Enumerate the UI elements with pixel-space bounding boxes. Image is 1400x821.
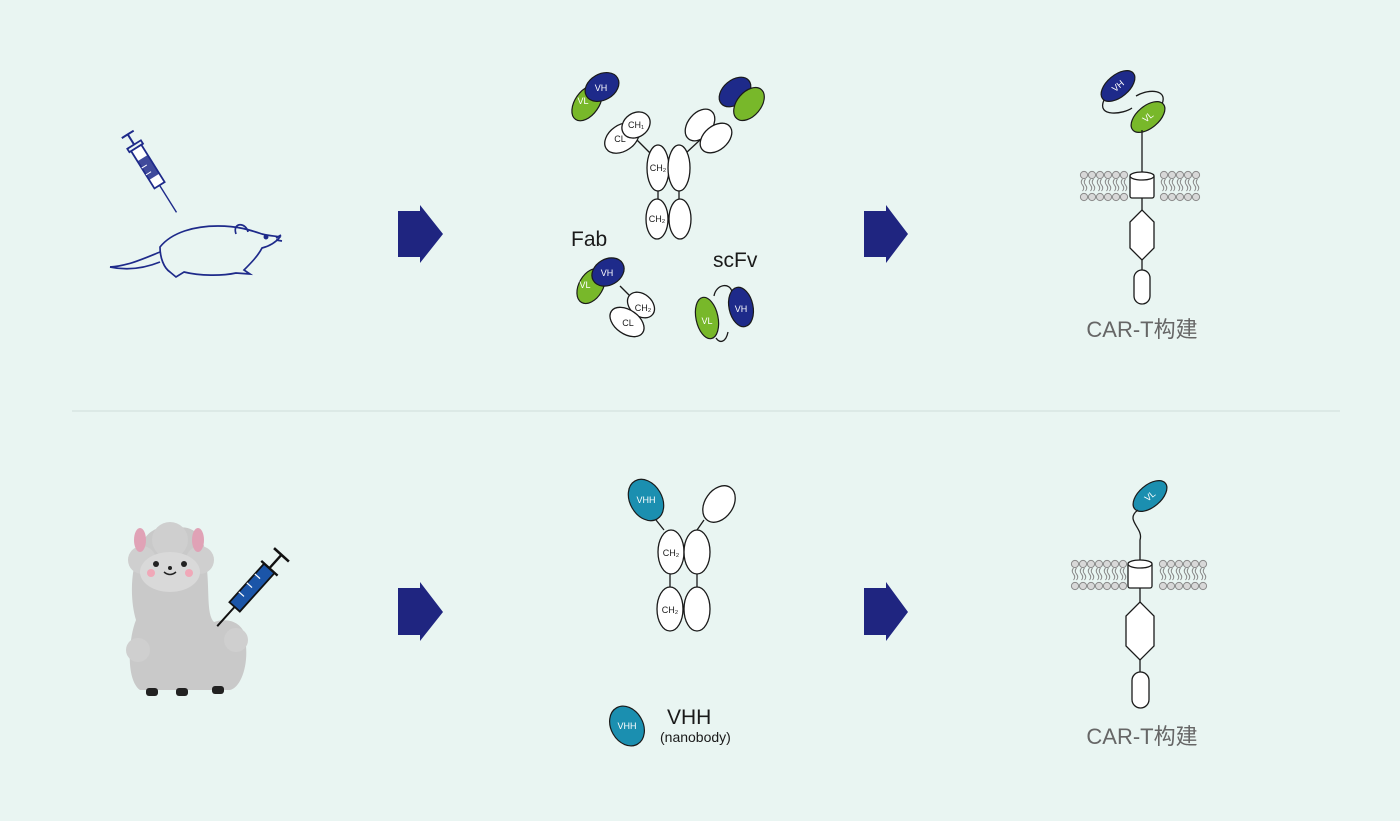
- cl-label: CL: [622, 318, 634, 328]
- ch2-label: CH₂: [650, 163, 667, 173]
- vhh-nanobody: VHH: [609, 705, 645, 747]
- fab-title: Fab: [571, 228, 607, 251]
- arrow-icon: [398, 205, 443, 263]
- arrow-icon: [398, 582, 443, 641]
- arrow-icon: [864, 582, 908, 641]
- ch1-label: CH₁: [628, 120, 644, 130]
- lipid-icon: [1183, 170, 1193, 202]
- car-t-caption: CAR-T构建: [1086, 724, 1197, 749]
- car-t-construct: VH VL: [1079, 70, 1201, 305]
- igg-antibody: CH₂ CH₂ CL CH₁ VL VH: [571, 71, 765, 240]
- car-t-construct: VL: [1070, 480, 1208, 709]
- syringe-icon: [216, 547, 290, 627]
- vl-label: VL: [577, 96, 588, 106]
- lipid-icon: [1191, 170, 1201, 202]
- vhh-subtitle: (nanobody): [660, 729, 731, 745]
- lipid-icon: [1110, 559, 1120, 591]
- lipid-icon: [1118, 559, 1128, 591]
- lipid-icon: [1175, 170, 1185, 202]
- alpaca-injection-icon: [126, 522, 290, 696]
- lipid-icon: [1174, 559, 1184, 591]
- lipid-icon: [1190, 559, 1200, 591]
- lipid-icon: [1158, 559, 1168, 591]
- ch2-label: CH₂: [635, 303, 652, 313]
- vhh-label: VHH: [617, 721, 636, 731]
- mouse-injection-icon: [109, 129, 283, 279]
- lipid-icon: [1078, 559, 1088, 591]
- car-t-caption: CAR-T构建: [1086, 317, 1197, 342]
- mouse-icon: [109, 223, 283, 279]
- lipid-icon: [1086, 559, 1096, 591]
- lipid-icon: [1159, 170, 1169, 202]
- lipid-icon: [1070, 559, 1080, 591]
- vl-label: VL: [701, 316, 712, 326]
- fab-fragment: VL VH CH₂ CL: [576, 257, 656, 338]
- lipid-icon: [1166, 559, 1176, 591]
- vl-label: VL: [579, 280, 590, 290]
- lipid-icon: [1111, 170, 1121, 202]
- lipid-icon: [1094, 559, 1104, 591]
- scfv-fragment: VL VH: [694, 285, 755, 343]
- ch2-label: CH₂: [649, 214, 666, 224]
- arrow-icon: [864, 205, 908, 263]
- syringe-icon: [121, 129, 178, 213]
- vh-label: VH: [735, 304, 748, 314]
- lipid-icon: [1119, 170, 1129, 202]
- cl-label: CL: [614, 134, 626, 144]
- lipid-icon: [1182, 559, 1192, 591]
- ch2-label: CH₂: [662, 605, 679, 615]
- scfv-title: scFv: [713, 249, 758, 272]
- lipid-icon: [1087, 170, 1097, 202]
- lipid-icon: [1095, 170, 1105, 202]
- alpaca-icon: [126, 522, 248, 696]
- vhh-label: VHH: [636, 495, 655, 505]
- lipid-icon: [1198, 559, 1208, 591]
- lipid-icon: [1102, 559, 1112, 591]
- heavy-chain-antibody: VHH CH₂ CH₂: [627, 478, 736, 632]
- vh-label: VH: [601, 268, 614, 278]
- lipid-icon: [1167, 170, 1177, 202]
- lipid-icon: [1079, 170, 1089, 202]
- vhh-title: VHH: [667, 706, 711, 729]
- lipid-icon: [1103, 170, 1113, 202]
- vh-label: VH: [595, 83, 608, 93]
- ch2-label: CH₂: [663, 548, 680, 558]
